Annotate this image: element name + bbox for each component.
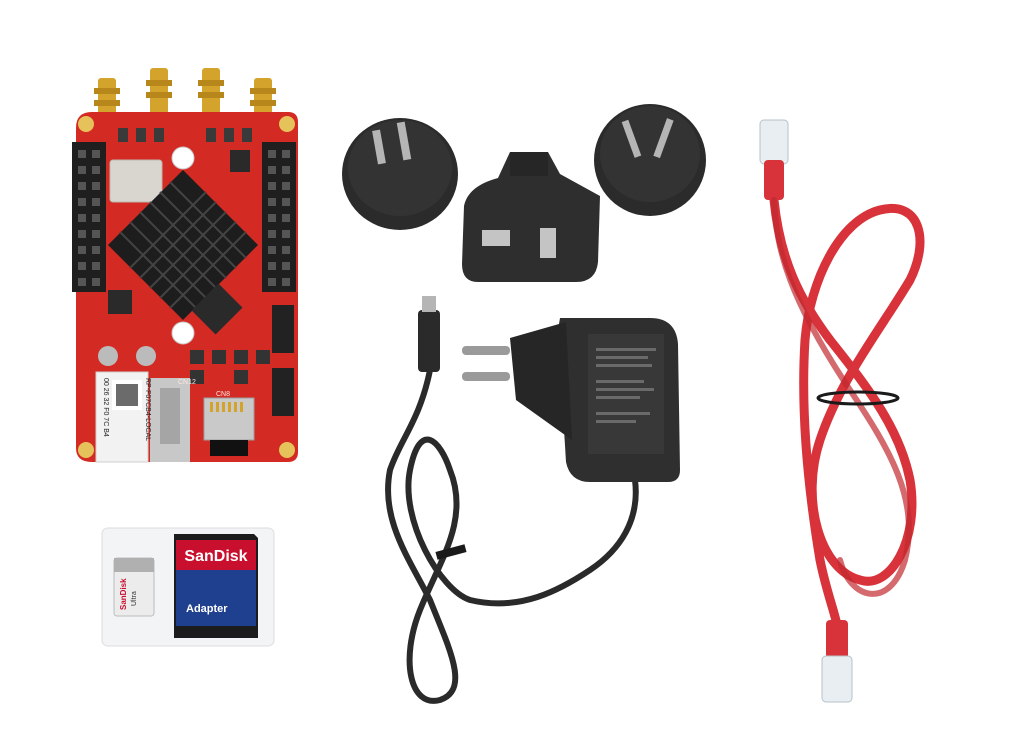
gpio-header-left [72, 142, 106, 292]
microsd-brand: SanDisk [119, 578, 128, 610]
us-plug-adapter [342, 118, 458, 230]
label-cn8: CN8 [216, 391, 230, 398]
sd-card-package: SanDisk Ultra SanDisk Adapter [101, 527, 275, 647]
sma-connector-2 [146, 68, 172, 116]
red-pitaya-board: RP-F07CB4-LOCAL 00 26 32 F0 7C B4 CN12 C… [72, 68, 298, 463]
board-sticker: RP-F07CB4-LOCAL 00 26 32 F0 7C B4 [102, 378, 151, 441]
microsd-line: Ultra [131, 591, 138, 606]
gpio-header-right [262, 142, 296, 292]
sata-connector-2 [272, 368, 294, 416]
rf-shield-chip [109, 159, 163, 203]
label-cn12: CN12 [178, 379, 196, 386]
rj45-plug-top [759, 119, 789, 165]
heatsink [108, 170, 258, 320]
au-plug-adapter [594, 104, 706, 216]
sma-connector-4 [250, 78, 276, 118]
sd-brand: SanDisk [184, 548, 247, 565]
sticker-mac-text: 00 26 32 F0 7C B4 [102, 378, 109, 437]
sd-adapter: SanDisk Adapter [174, 534, 258, 638]
sd-adapter-label: Adapter [186, 603, 228, 615]
sata-connector-1 [272, 305, 294, 353]
microsd-card: SanDisk Ultra [113, 557, 155, 617]
ethernet-cable [759, 119, 925, 703]
ethernet-jack [95, 371, 190, 463]
uk-plug-adapter [462, 152, 600, 282]
power-cable [385, 367, 639, 704]
micro-usb-plug [418, 310, 440, 372]
microsd-slot [203, 397, 255, 456]
sma-connector-1 [94, 78, 120, 118]
rj45-plug-bottom [821, 655, 853, 703]
sticker-id-text: RP-F07CB4-LOCAL [144, 378, 151, 441]
sma-connector-3 [198, 68, 224, 116]
power-supply [385, 296, 680, 704]
